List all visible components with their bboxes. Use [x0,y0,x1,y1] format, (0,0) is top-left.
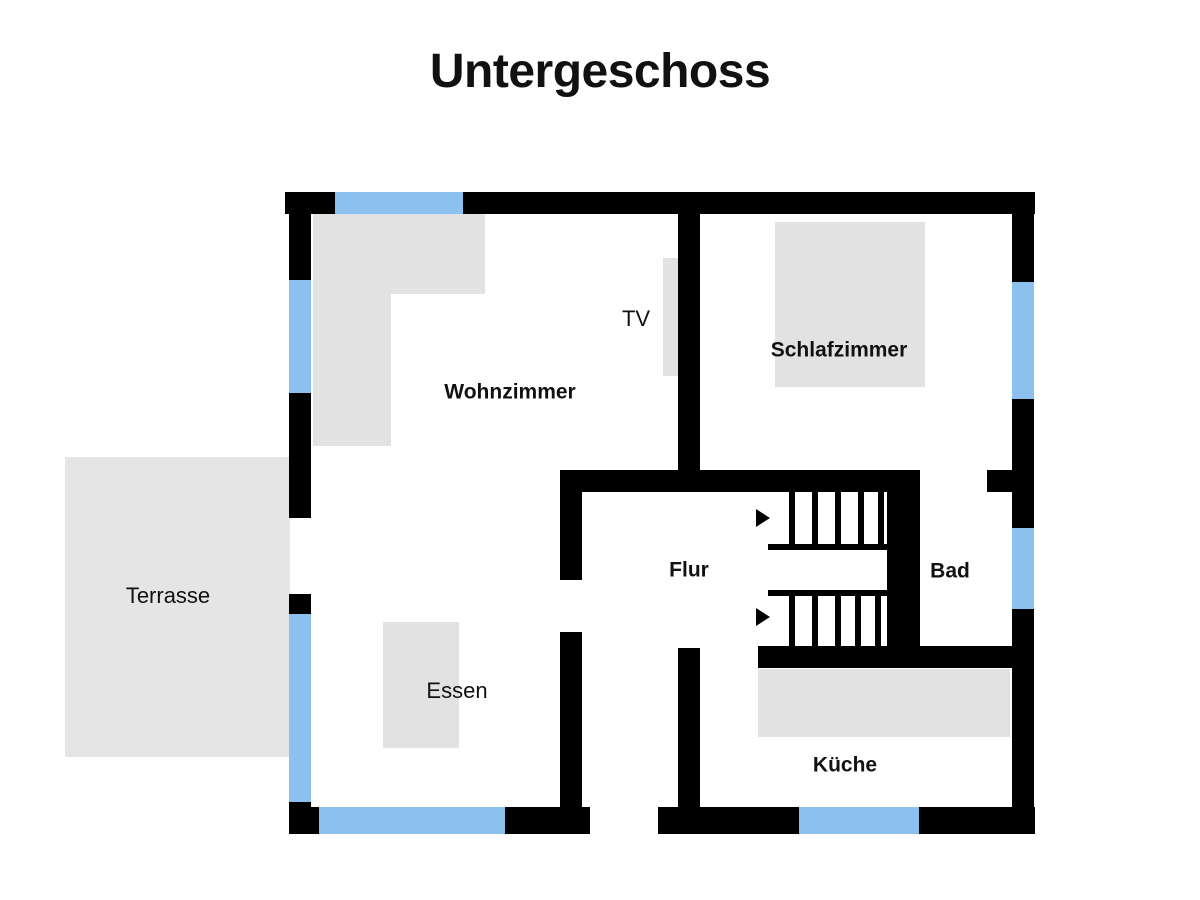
window-right-1 [1012,281,1034,400]
stair-lower-tread-5 [875,594,881,648]
wall-bottom-right-b [919,807,1035,834]
window-right-2 [1012,527,1034,610]
wall-flur-left-lower [560,632,582,818]
stair-upper-tread-3 [835,490,841,546]
room-label-terrasse: Terrasse [126,583,210,608]
room-label-wohnzimmer: Wohnzimmer [444,381,575,404]
stair-lower-stringer-top [768,590,890,596]
stair-upper-tread-2 [812,490,818,546]
wall-top-main [463,192,1035,214]
stair-lower-tread-1 [789,594,795,648]
wall-right-mid [1012,399,1034,528]
room-label-essen: Essen [426,678,487,703]
stair-lower-tread-3 [835,594,841,648]
stair-upper-tread-4 [858,490,864,546]
bed [775,222,925,387]
page-title: Untergeschoss [429,45,771,98]
wall-right-lower [1012,609,1034,834]
wall-right-upper [1012,192,1034,282]
window-left-2 [289,613,311,803]
wall-central-vertical [678,192,700,480]
wall-stair-head-top [762,470,920,492]
stair-lower-tread-2 [812,594,818,648]
wall-wohnzimmer-side [560,470,582,580]
wall-bad-top [987,470,1034,492]
furniture-layer [313,214,1010,748]
dining-table [383,622,459,748]
windows-layer [289,192,1034,834]
wall-left-stub [289,594,311,614]
wall-left-mid [289,393,311,518]
room-label-kueche: Küche [813,754,877,777]
terrasse-area [65,457,290,757]
wall-bottom-left-a [289,807,319,834]
staircase-upper-flight [756,490,890,550]
terrace-slab [65,457,290,757]
stair-up-arrow-lower [756,608,770,626]
wall-wohnzimmer-bottom [560,470,700,492]
wall-stair-right [887,470,920,664]
stair-upper-tread-1 [789,490,795,546]
staircase [756,490,890,648]
wall-bad-bottom [887,646,1034,668]
wall-flur-right-lower [678,648,700,818]
sofa-l-shape [313,214,485,446]
stair-up-arrow-upper [756,509,770,527]
room-label-bad: Bad [930,560,970,583]
stair-lower-tread-4 [855,594,861,648]
window-bottom-1 [318,807,506,834]
window-top-1 [335,192,463,214]
kitchen-counter [758,669,1010,737]
room-label-tv: TV [622,306,650,331]
stair-upper-tread-5 [878,490,884,546]
window-bottom-2 [798,807,920,834]
room-label-schlafzimmer: Schlafzimmer [771,339,908,362]
tv-unit [663,258,678,376]
walls-layer [285,192,1035,834]
staircase-lower-flight [756,590,890,648]
wall-schlafzimmer-bottom [700,470,762,492]
window-left-1 [289,279,311,394]
room-label-flur: Flur [669,559,709,582]
stair-upper-stringer-bottom [768,544,890,550]
room-labels-layer: Wohnzimmer TV Schlafzimmer Flur Bad Esse… [126,306,970,777]
wall-left-upper [289,192,311,280]
